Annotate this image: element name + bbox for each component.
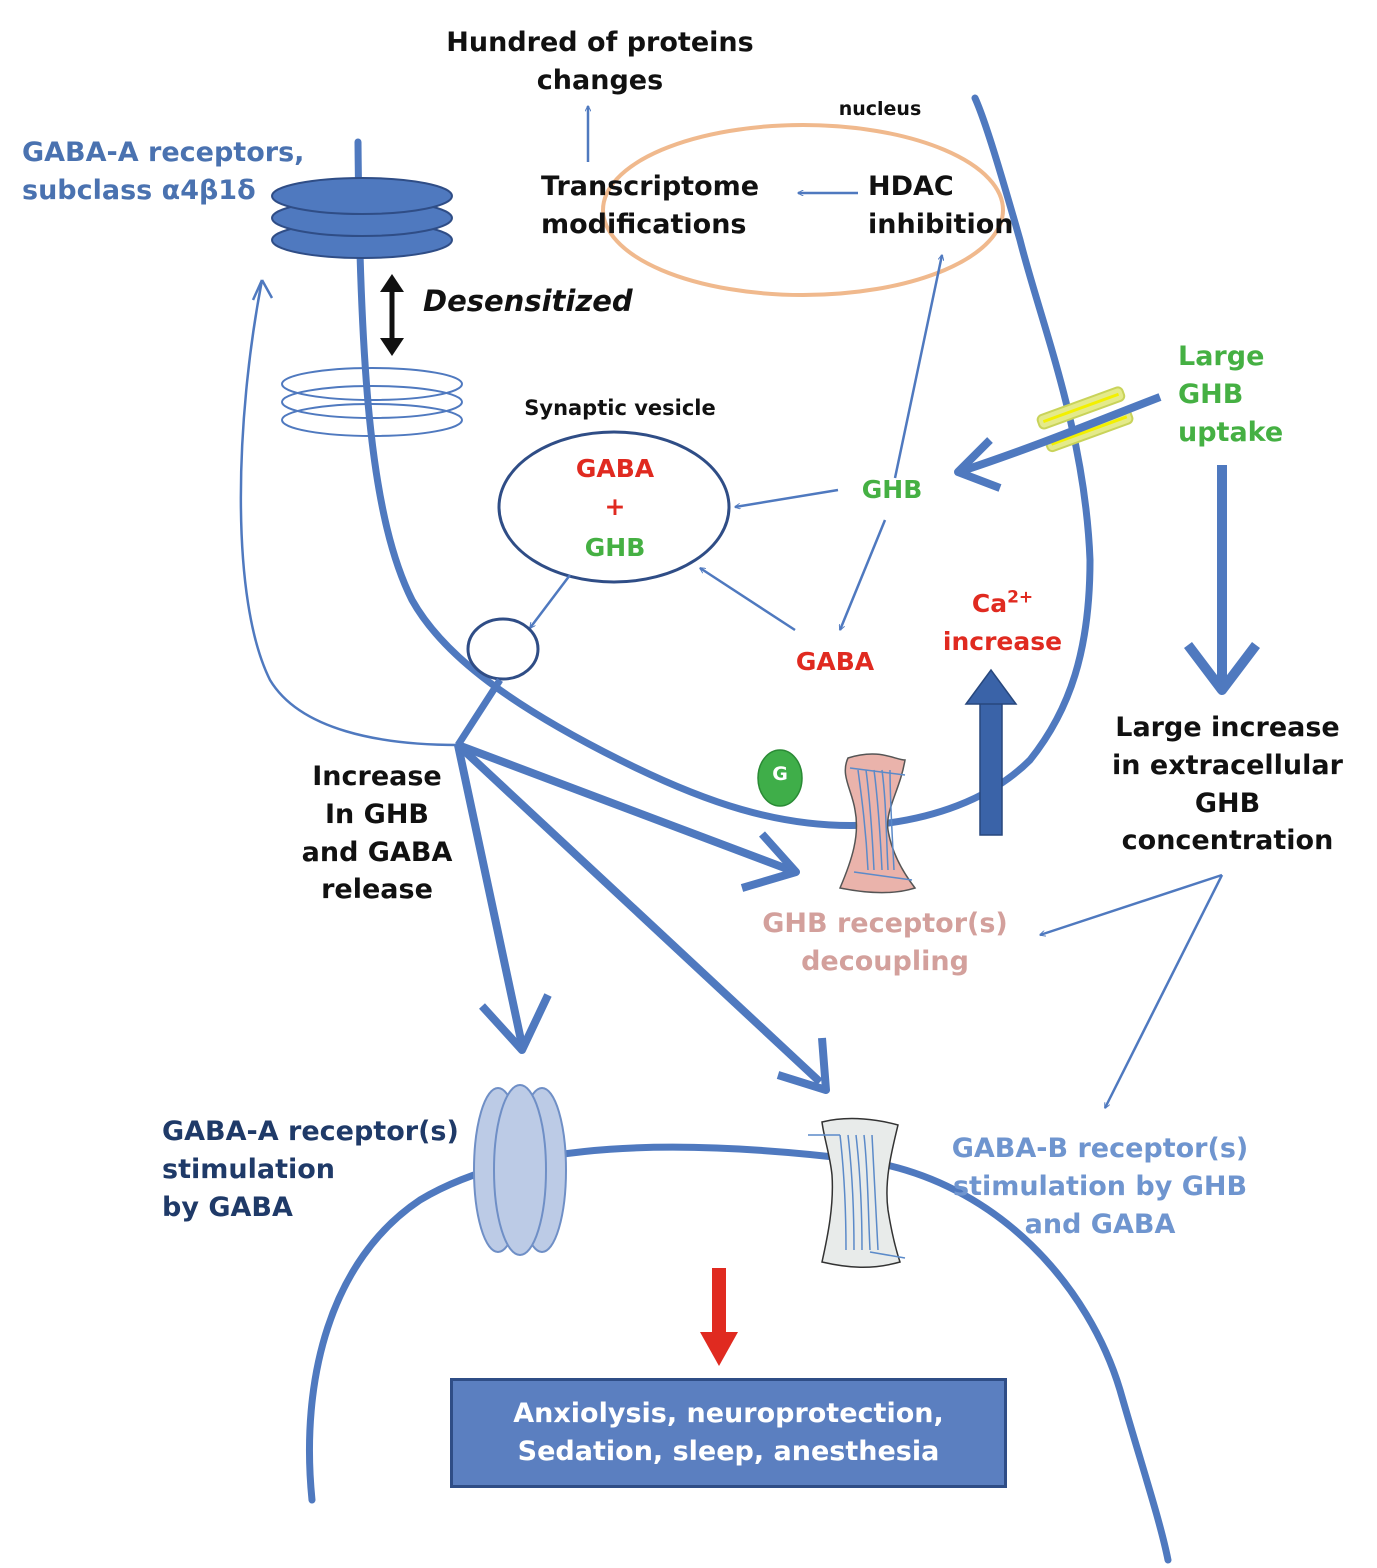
left-axon-membrane xyxy=(239,279,459,747)
large-ghb-uptake-label: Large GHB uptake xyxy=(1178,341,1284,448)
outcome-label: Anxiolysis, neuroprotection, Sedation, s… xyxy=(513,1398,944,1467)
g-protein-label: G xyxy=(772,763,788,785)
gaba-a-receptor-bottom-icon xyxy=(473,1084,567,1256)
gaba-b-receptor-icon xyxy=(808,1117,906,1269)
nucleus-outline xyxy=(601,123,1005,297)
gaba-b-stimulation-label: GABA-B receptor(s) stimulation by GHB an… xyxy=(951,1133,1249,1240)
vesicle-ghb-label: GHB xyxy=(584,533,646,562)
hdac-label: HDAC inhibition xyxy=(868,171,1014,240)
gaba-a-stimulation-label: GABA-A receptor(s) stimulation by GABA xyxy=(162,1116,459,1223)
vesicle-plus-label: + xyxy=(604,492,626,521)
ghb-receptor-icon xyxy=(838,753,917,894)
ca-increase-label: Ca2+ increase xyxy=(935,585,1070,660)
ca-base: Ca xyxy=(971,589,1008,618)
gaba-label: GABA xyxy=(795,647,875,676)
synaptic-vesicle xyxy=(497,430,731,584)
g-protein-icon xyxy=(757,749,803,807)
ghb-label: GHB xyxy=(861,475,923,504)
synaptic-vesicle-label: Synaptic vesicle xyxy=(524,396,716,420)
increase-release-label: Increase In GHB and GABA release xyxy=(301,761,453,906)
desensitized-receptor-icon xyxy=(281,367,463,437)
presynaptic-membrane xyxy=(354,94,1094,830)
proteins-changes-label: Hundred of proteins changes xyxy=(446,27,754,96)
transcriptome-label: Transcriptome modifications xyxy=(541,171,760,240)
ca-increase-word: increase xyxy=(942,626,1063,656)
desensitized-label: Desensitized xyxy=(423,284,633,318)
nucleus-label: nucleus xyxy=(838,98,922,120)
ca-superscript: 2+ xyxy=(1007,587,1034,608)
large-increase-label: Large increase in extracellular GHB conc… xyxy=(1112,712,1343,857)
gaba-a-receptors-label: GABA-A receptors, subclass α4β1δ xyxy=(22,137,305,206)
ghb-receptor-decoupling-label: GHB receptor(s) decoupling xyxy=(762,908,1008,977)
fusing-vesicle xyxy=(466,617,540,681)
postsynaptic-membrane xyxy=(306,1143,1172,1564)
gaba-a-receptor-top-icon xyxy=(271,177,453,259)
vesicle-gaba-label: GABA xyxy=(575,454,655,483)
outcome-box: Anxiolysis, neuroprotection, Sedation, s… xyxy=(450,1378,1007,1488)
